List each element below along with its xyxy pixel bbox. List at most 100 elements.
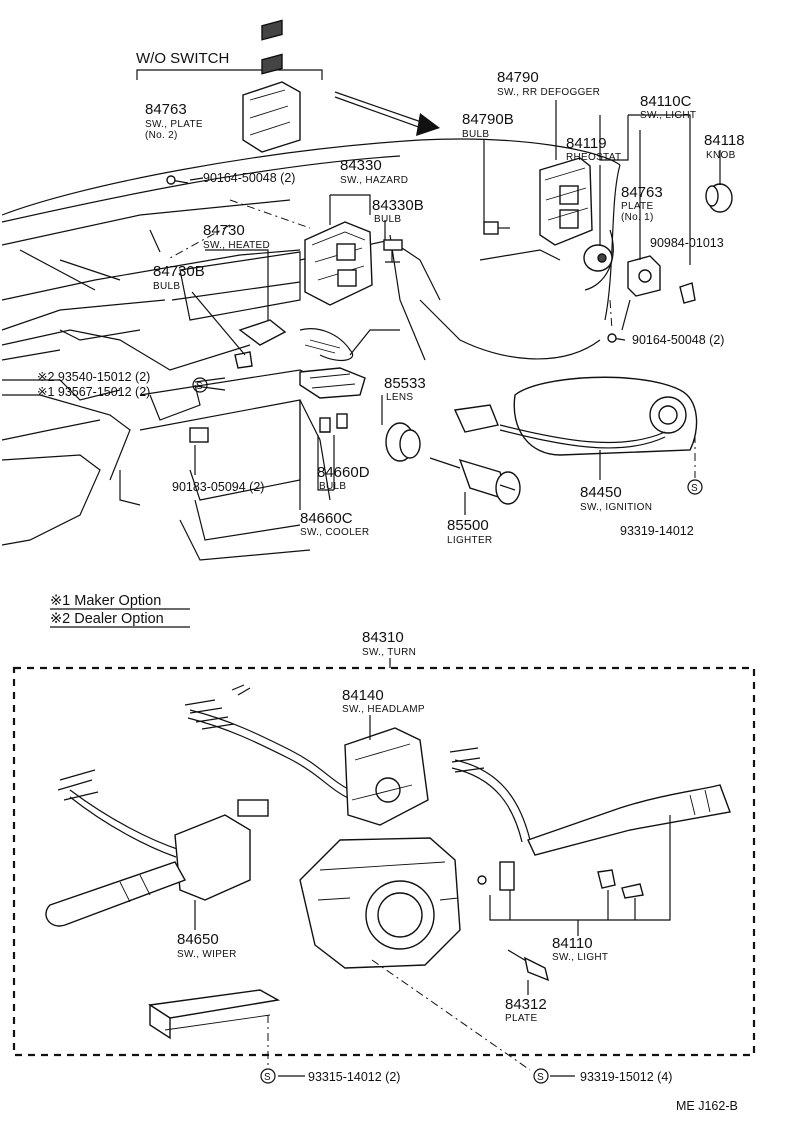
label-93567: ※1 93567-15012 (2) xyxy=(37,385,150,399)
svg-text:84763: 84763 xyxy=(621,184,663,201)
combination-switch-body-drawing xyxy=(299,837,461,969)
s-symbol-ignition: S xyxy=(687,479,703,495)
defogger-bulb-drawing xyxy=(483,221,510,235)
svg-text:90183-05094 (2): 90183-05094 (2) xyxy=(172,480,264,494)
svg-text:SW., WIPER: SW., WIPER xyxy=(177,949,237,960)
light-switch-lever-drawing xyxy=(449,747,731,899)
s-symbol-93315: S xyxy=(260,1068,276,1084)
svg-text:BULB: BULB xyxy=(374,214,401,225)
label-84118: 84118 KNOB xyxy=(704,132,745,161)
switch-plate-no2-drawing xyxy=(242,19,301,153)
svg-text:84118: 84118 xyxy=(704,132,745,149)
ignition-switch-drawing xyxy=(453,376,698,456)
svg-text:PLATE: PLATE xyxy=(621,201,653,212)
knob-drawing xyxy=(705,183,733,213)
legend-maker-option: ※1 Maker Option xyxy=(50,593,161,609)
label-84110c: 84110C SW., LIGHT xyxy=(640,93,696,121)
label-84790: 84790 SW., RR DEFOGGER xyxy=(497,69,600,98)
svg-text:85533: 85533 xyxy=(384,375,426,392)
label-90984: 90984-01013 xyxy=(650,236,724,250)
svg-text:SW., HAZARD: SW., HAZARD xyxy=(340,175,408,186)
headlamp-switch-drawing xyxy=(184,684,429,826)
clip-drawing xyxy=(189,427,209,443)
label-84763-top: 84763 SW., PLATE (No. 2) xyxy=(145,101,203,141)
svg-text:84140: 84140 xyxy=(342,687,384,704)
label-84790b: 84790B BULB xyxy=(462,111,514,140)
label-84119: 84119 RHEOSTAT xyxy=(566,135,621,163)
svg-text:84310: 84310 xyxy=(362,629,404,646)
label-84330b: 84330B BULB xyxy=(372,197,424,225)
svg-text:84790: 84790 xyxy=(497,69,539,86)
svg-text:90164-50048 (2): 90164-50048 (2) xyxy=(632,333,724,347)
wo-switch-label: W/O SWITCH xyxy=(136,50,229,67)
footer-code: ME J162-B xyxy=(676,1099,738,1113)
svg-text:84660D: 84660D xyxy=(317,464,370,481)
svg-text:S: S xyxy=(691,483,698,494)
label-84660d: 84660D BULB xyxy=(317,464,370,492)
svg-text:93315-14012 (2): 93315-14012 (2) xyxy=(308,1070,400,1084)
label-90183: 90183-05094 (2) xyxy=(172,480,264,494)
svg-text:90984-01013: 90984-01013 xyxy=(650,236,724,250)
svg-text:RHEOSTAT: RHEOSTAT xyxy=(566,152,621,163)
label-85500: 85500 LIGHTER xyxy=(447,517,492,546)
svg-text:84312: 84312 xyxy=(505,996,547,1013)
label-93540: ※2 93540-15012 (2) xyxy=(37,370,150,384)
leader-lines xyxy=(169,100,721,515)
svg-text:84650: 84650 xyxy=(177,931,219,948)
legend: ※1 Maker Option ※2 Dealer Option xyxy=(50,593,190,628)
svg-text:93319-15012 (4): 93319-15012 (4) xyxy=(580,1070,672,1084)
svg-text:SW., LIGHT: SW., LIGHT xyxy=(552,952,608,963)
svg-text:BULB: BULB xyxy=(153,281,180,292)
svg-text:BULB: BULB xyxy=(462,129,489,140)
svg-text:84110: 84110 xyxy=(552,935,593,952)
legend-dealer-option: ※2 Dealer Option xyxy=(50,611,164,627)
label-90164-right: 90164-50048 (2) xyxy=(632,333,724,347)
svg-text:S: S xyxy=(537,1072,544,1083)
svg-text:SW., HEADLAMP: SW., HEADLAMP xyxy=(342,704,425,715)
turn-switch-group-frame xyxy=(12,666,756,1057)
arrow-shaft xyxy=(334,91,431,126)
svg-text:LENS: LENS xyxy=(386,392,413,403)
hazard-bulb-drawing xyxy=(383,239,403,263)
label-84730b: 84730B BULB xyxy=(153,263,205,292)
cooler-bulb-drawing xyxy=(319,413,348,433)
svg-text:84730B: 84730B xyxy=(153,263,205,280)
svg-text:SW., PLATE: SW., PLATE xyxy=(145,119,203,130)
s-symbol-93319-15012: S xyxy=(533,1068,549,1084)
svg-text:84763: 84763 xyxy=(145,101,187,118)
svg-text:SW., TURN: SW., TURN xyxy=(362,647,416,658)
label-84650: 84650 SW., WIPER xyxy=(177,900,237,960)
heated-bulb-drawing xyxy=(234,351,253,369)
heated-switch-drawing xyxy=(238,319,354,362)
svg-text:BULB: BULB xyxy=(319,481,346,492)
svg-text:84330: 84330 xyxy=(340,157,382,174)
svg-text:LIGHTER: LIGHTER xyxy=(447,535,492,546)
svg-text:84110C: 84110C xyxy=(640,93,692,110)
label-84330: 84330 SW., HAZARD xyxy=(340,157,408,186)
cover-drawing xyxy=(148,989,281,1040)
defogger-switch-drawing xyxy=(539,157,593,246)
svg-text:90164-50048 (2): 90164-50048 (2) xyxy=(203,171,295,185)
light-switch-bracket xyxy=(489,815,671,936)
wo-switch-bracket xyxy=(136,69,323,80)
screw-drawings xyxy=(166,175,696,343)
label-84660c: 84660C SW., COOLER xyxy=(300,510,369,538)
svg-text:84330B: 84330B xyxy=(372,197,424,214)
arrow-head xyxy=(416,113,440,136)
label-84730: 84730 SW., HEATED xyxy=(203,222,270,251)
label-93315: 93315-14012 (2) xyxy=(308,1070,400,1084)
dashboard-outline xyxy=(1,138,621,561)
svg-text:PLATE: PLATE xyxy=(505,1013,537,1024)
svg-text:SW., IGNITION: SW., IGNITION xyxy=(580,502,652,513)
svg-text:S: S xyxy=(264,1072,271,1083)
s-symbol-left: S xyxy=(192,377,208,393)
label-93319-15012: 93319-15012 (4) xyxy=(580,1070,672,1084)
label-84310: 84310 SW., TURN xyxy=(362,629,416,668)
hazard-switch-drawing xyxy=(304,221,373,306)
lighter-drawing xyxy=(429,457,521,505)
plate-84312-drawing xyxy=(507,949,550,982)
svg-text:(No. 1): (No. 1) xyxy=(621,212,654,223)
svg-text:84790B: 84790B xyxy=(462,111,514,128)
svg-text:SW., RR DEFOGGER: SW., RR DEFOGGER xyxy=(497,87,600,98)
